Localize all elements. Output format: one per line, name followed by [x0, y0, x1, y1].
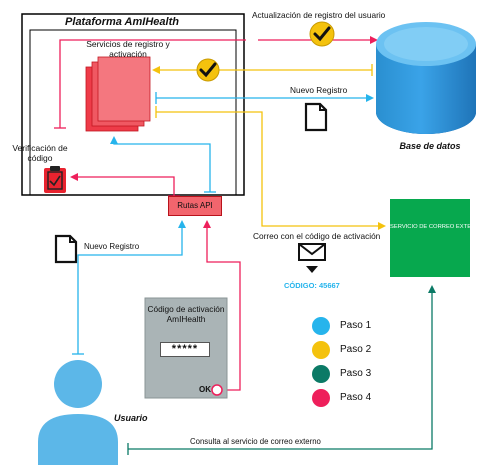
envelope-icon	[298, 243, 326, 273]
flow-api-to-verification	[70, 173, 175, 196]
flow-services-to-mail	[156, 111, 386, 230]
clipboard-check-icon	[44, 166, 66, 193]
database-label: Base de datos	[399, 141, 461, 151]
legend-label-paso-1: Paso 1	[340, 320, 372, 331]
flow-user-consult-mail	[128, 285, 436, 450]
legend	[312, 317, 330, 407]
activation-modal-title: Código de activación AmIHealth	[147, 304, 225, 324]
ok-button-ring[interactable]	[211, 384, 223, 396]
verification-label: Verificación de código	[12, 143, 68, 163]
flow-api-to-services	[110, 136, 211, 192]
check-icon	[309, 21, 335, 47]
legend-dot-paso-4	[312, 389, 330, 407]
api-routes-box: Rutas API	[168, 196, 222, 216]
legend-label-paso-3: Paso 3	[340, 368, 372, 379]
legend-dot-paso-3	[312, 365, 330, 383]
new-record-top-label: Nuevo Registro	[290, 85, 348, 95]
activation-code-input[interactable]: *****	[160, 342, 210, 357]
flow-user-to-api	[77, 220, 186, 354]
document-icon	[54, 234, 78, 264]
services-title: Servicios de registro y activación	[86, 39, 170, 59]
legend-label-paso-2: Paso 2	[340, 344, 372, 355]
check-icon	[196, 58, 220, 82]
document-icon	[304, 102, 328, 132]
new-record-left-label: Nuevo Registro	[84, 242, 140, 251]
database-icon	[376, 22, 476, 134]
consult-flow-label: Consulta al servicio de correo externo	[190, 437, 321, 446]
email-flow-label: Correo con el código de activación	[253, 231, 381, 241]
legend-dot-paso-1	[312, 317, 330, 335]
legend-label-paso-4: Paso 4	[340, 392, 372, 403]
update-flow-label: Actualización de registro del usuario	[252, 10, 386, 20]
legend-dot-paso-2	[312, 341, 330, 359]
flow-ok-to-api	[203, 220, 241, 391]
services-stack	[85, 56, 151, 132]
external-mail-service: SERVICIO DE CORREO EXTERNO	[390, 199, 484, 277]
user-label: Usuario	[114, 413, 148, 423]
activation-code-label: CÓDIGO: 45667	[284, 281, 340, 290]
user-icon	[38, 360, 118, 465]
platform-title: Plataforma AmIHealth	[65, 16, 179, 28]
ok-button[interactable]: OK	[199, 385, 211, 394]
